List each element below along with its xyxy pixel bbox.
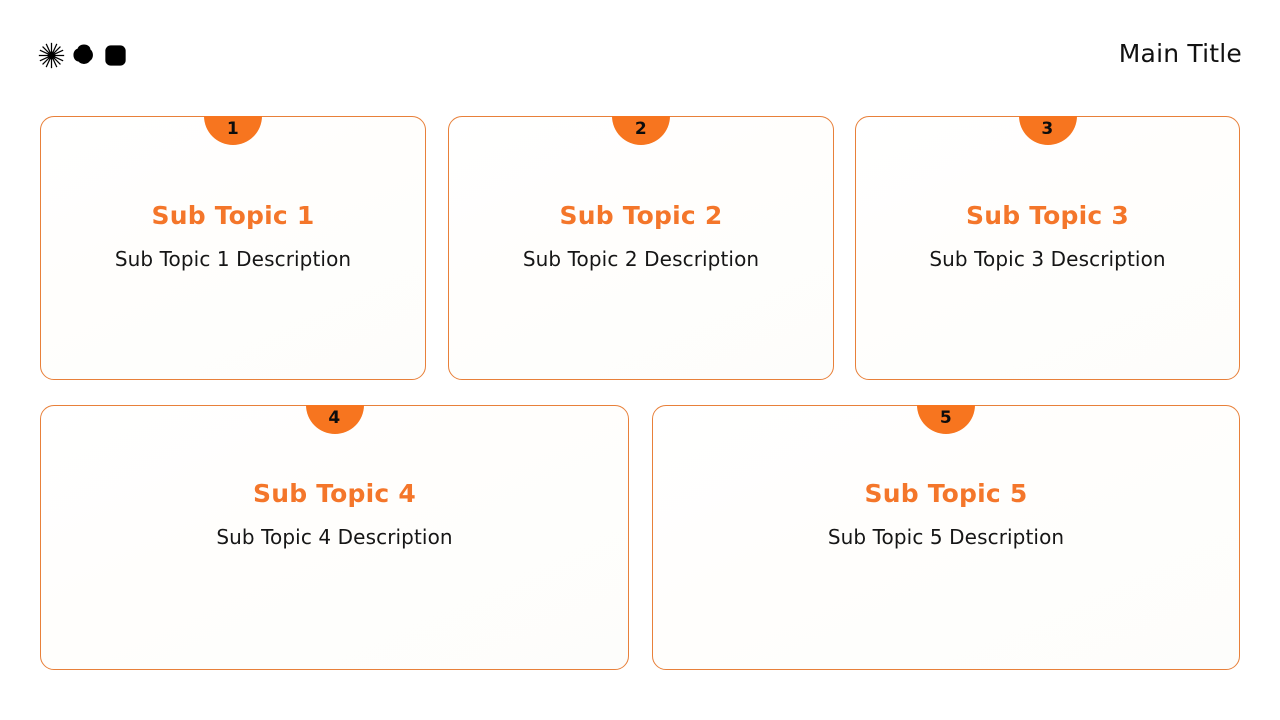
card-title-3: Sub Topic 3 bbox=[966, 201, 1129, 230]
card-number-badge-1: 1 bbox=[204, 116, 262, 145]
rounded-square-icon bbox=[105, 44, 126, 66]
brand-logo[interactable] bbox=[38, 40, 128, 70]
topic-card-3[interactable]: 3 Sub Topic 3 Sub Topic 3 Description bbox=[855, 116, 1240, 380]
topic-card-5[interactable]: 5 Sub Topic 5 Sub Topic 5 Description bbox=[652, 405, 1240, 670]
topic-card-1[interactable]: 1 Sub Topic 1 Sub Topic 1 Description bbox=[40, 116, 426, 380]
clover-icon bbox=[73, 44, 93, 64]
card-title-2: Sub Topic 2 bbox=[559, 201, 723, 230]
topic-card-2[interactable]: 2 Sub Topic 2 Sub Topic 2 Description bbox=[448, 116, 834, 380]
page-title: Main Title bbox=[1118, 39, 1242, 68]
card-description-4: Sub Topic 4 Description bbox=[216, 525, 453, 549]
starburst-icon bbox=[38, 42, 65, 68]
card-description-1: Sub Topic 1 Description bbox=[114, 247, 352, 271]
page-header: Main Title bbox=[0, 0, 1280, 104]
card-title-1: Sub Topic 1 bbox=[151, 201, 315, 230]
card-number-badge-3: 3 bbox=[1018, 116, 1077, 145]
card-description-3: Sub Topic 3 Description bbox=[929, 247, 1166, 271]
card-description-2: Sub Topic 2 Description bbox=[522, 247, 760, 271]
topic-card-4[interactable]: 4 Sub Topic 4 Sub Topic 4 Description bbox=[40, 405, 629, 670]
card-number-badge-4: 4 bbox=[305, 405, 364, 434]
card-title-5: Sub Topic 5 bbox=[864, 479, 1028, 508]
card-title-4: Sub Topic 4 bbox=[253, 479, 416, 508]
card-description-5: Sub Topic 5 Description bbox=[827, 525, 1065, 549]
card-number-badge-5: 5 bbox=[917, 405, 975, 434]
card-number-badge-2: 2 bbox=[612, 116, 670, 145]
